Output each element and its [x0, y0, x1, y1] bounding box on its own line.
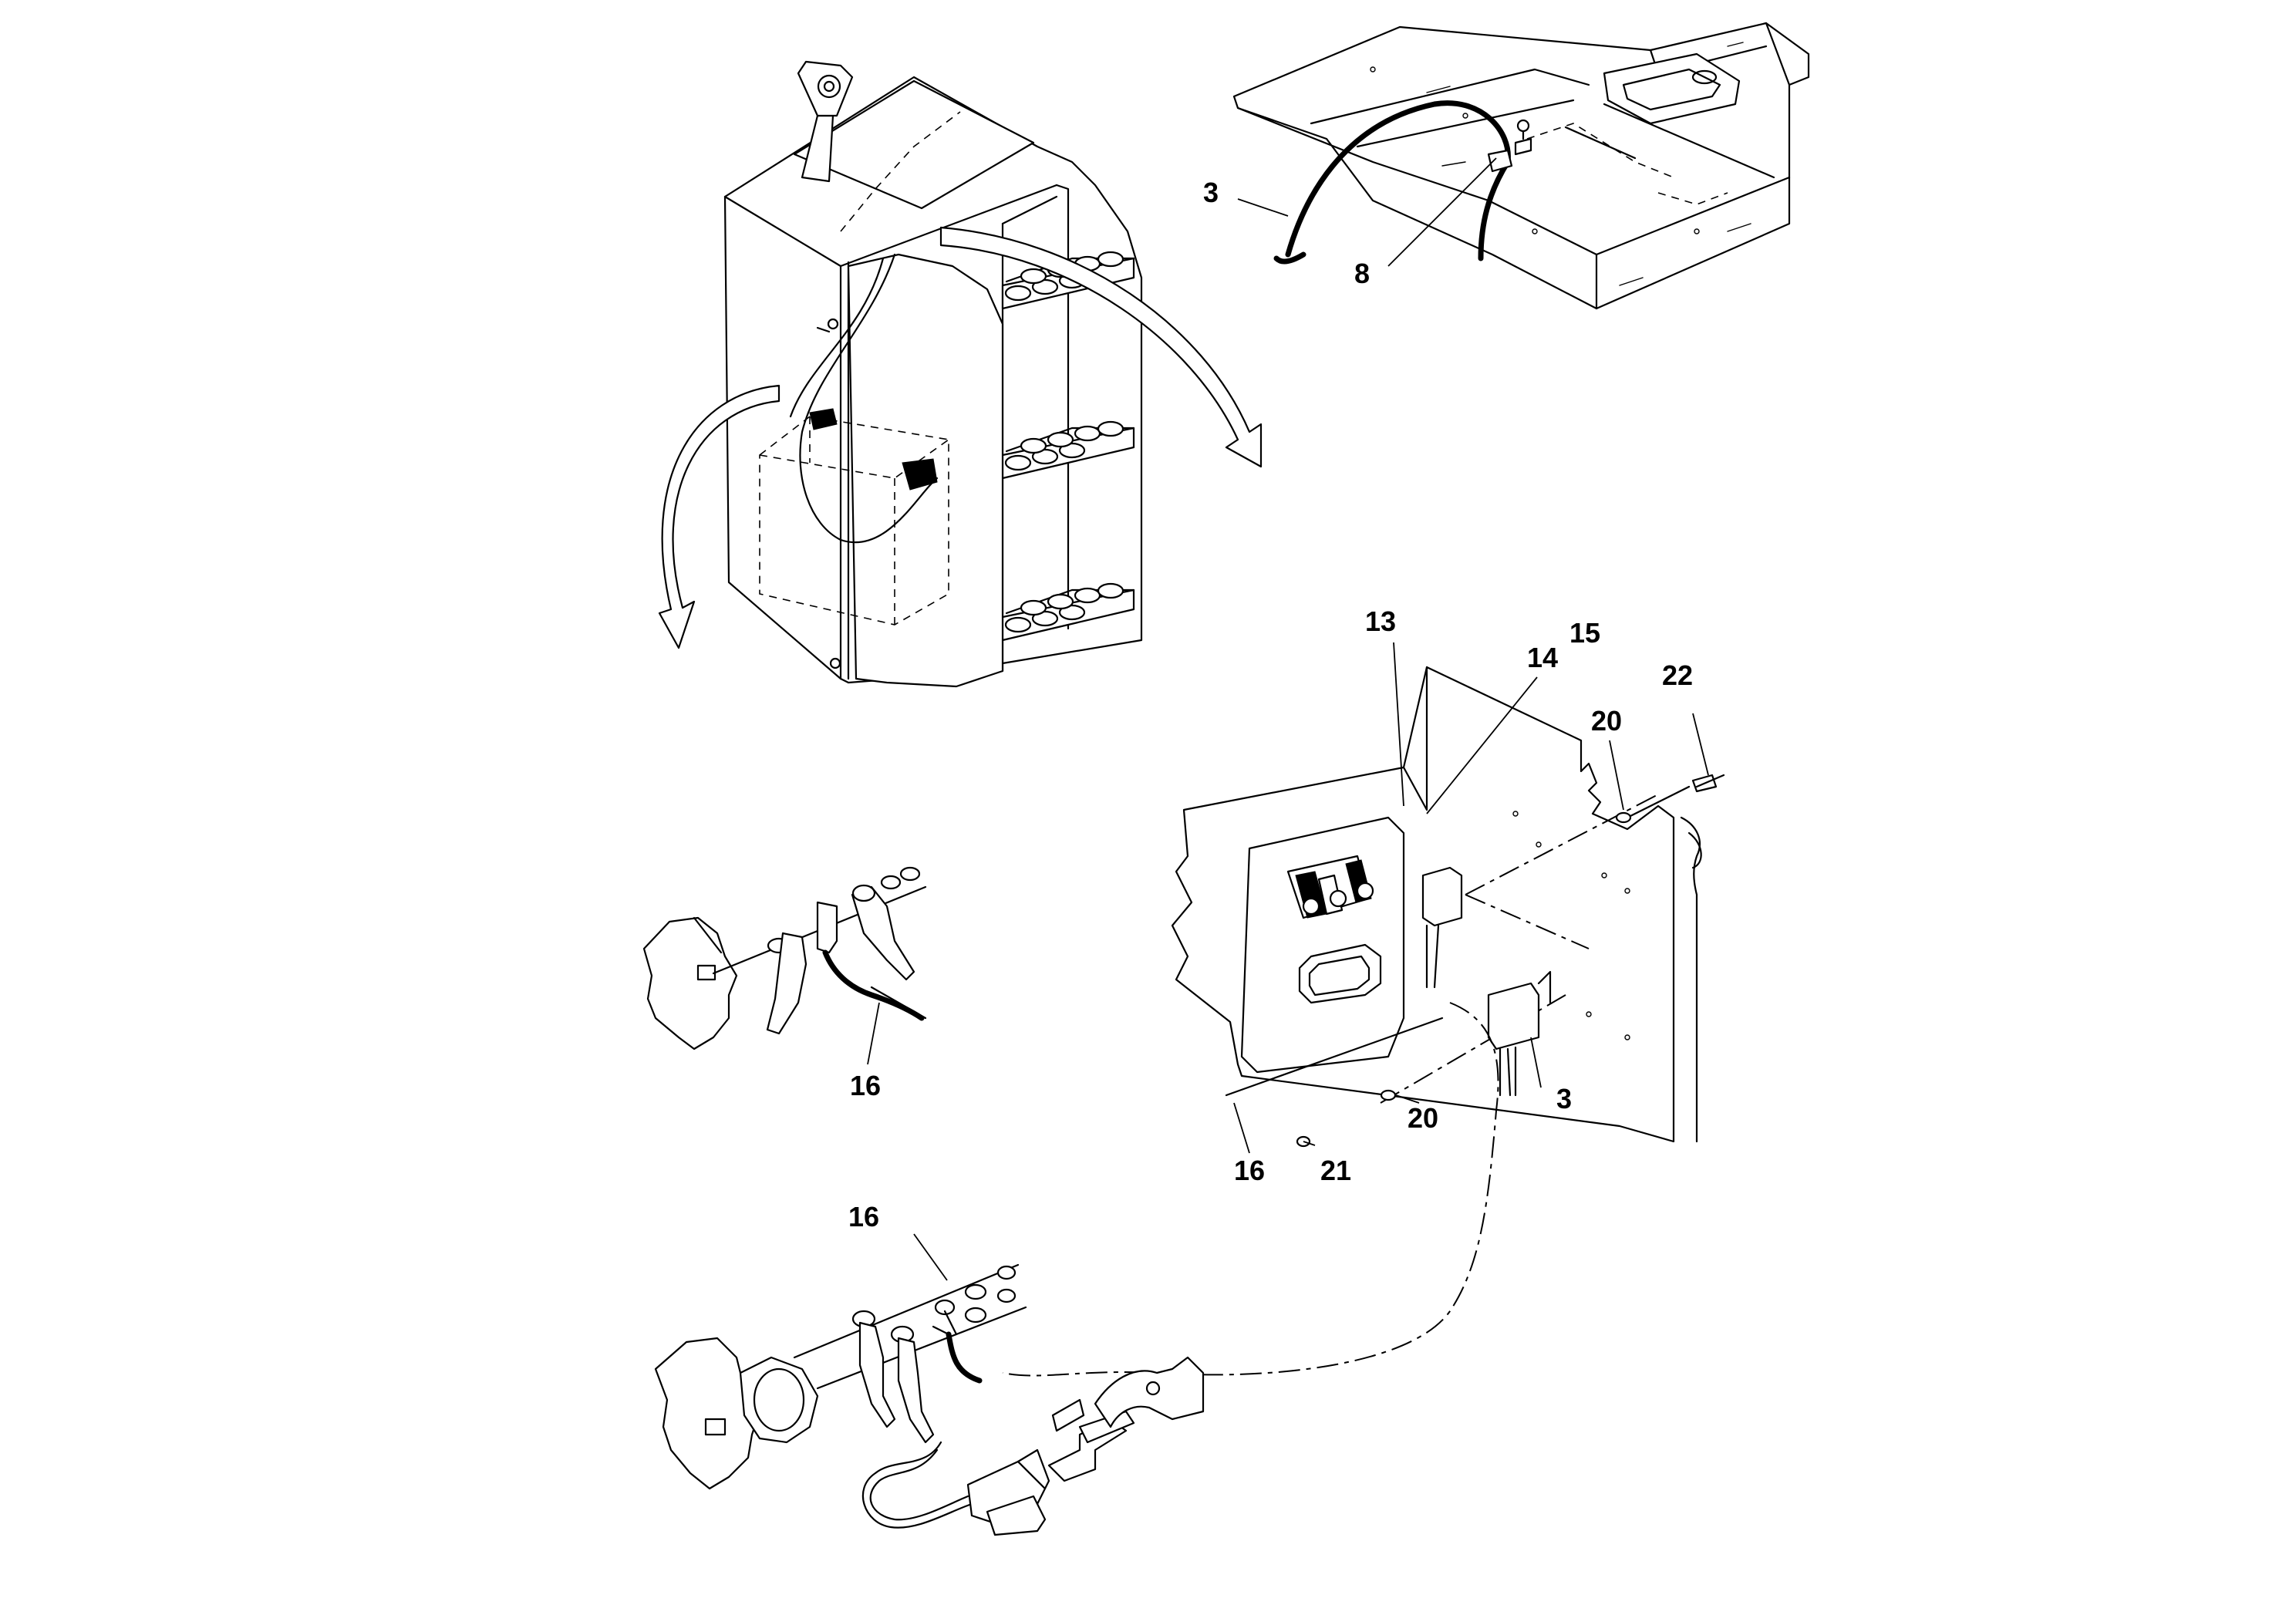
callout-13: 13: [1365, 605, 1396, 637]
battery-disconnect-icon: [642, 866, 927, 1050]
leader-lines: [867, 157, 1709, 1281]
callout-22: 22: [1662, 659, 1693, 691]
battery-plug-icon: [654, 1263, 1205, 1536]
callout-8-top: 8: [1354, 258, 1370, 289]
callout-21: 21: [1320, 1155, 1351, 1186]
battery-cabinet-icon: [658, 60, 1263, 688]
callout-labels: 3 8 13 14 15 22 20 20 3 16 21 16 16: [848, 177, 1693, 1233]
callout-20-upper: 20: [1591, 705, 1622, 737]
chassis-floor-icon: [1232, 22, 1810, 310]
callout-16-bottom: 16: [848, 1201, 879, 1233]
callout-15: 15: [1569, 617, 1600, 649]
callout-3-top: 3: [1203, 177, 1219, 208]
callout-20-lower: 20: [1408, 1102, 1438, 1134]
callout-16-mid: 16: [1234, 1155, 1265, 1186]
callout-14: 14: [1527, 642, 1558, 673]
callout-16-left: 16: [850, 1070, 881, 1101]
callout-3-mid: 3: [1556, 1083, 1572, 1114]
control-panel-icon: [1171, 666, 1725, 1148]
